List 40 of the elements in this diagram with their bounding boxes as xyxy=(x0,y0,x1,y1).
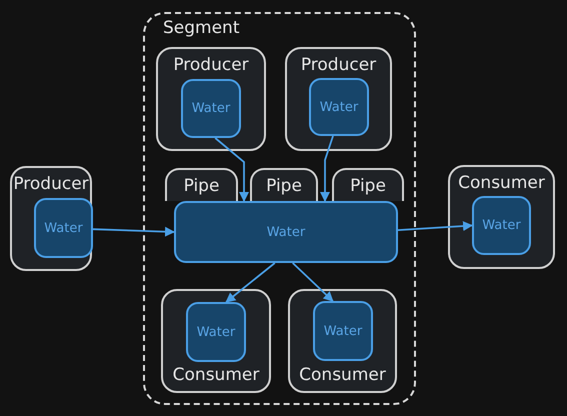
card xyxy=(156,47,266,151)
node-label: Water xyxy=(196,326,236,338)
arrow xyxy=(320,136,334,202)
card xyxy=(10,166,92,271)
node-label: Pipe xyxy=(184,176,220,196)
node-label: Consumer xyxy=(299,365,386,385)
node-label: Segment xyxy=(163,18,240,38)
water-box xyxy=(186,302,246,362)
arrow xyxy=(292,262,334,302)
node-label: Water xyxy=(44,222,83,234)
arrow xyxy=(92,226,175,237)
node-label: Consumer xyxy=(458,173,545,193)
water-box xyxy=(34,198,93,258)
node-label: Water xyxy=(482,219,521,232)
node-label: Producer xyxy=(300,55,376,75)
node-label: Water xyxy=(320,100,358,114)
water-box xyxy=(309,78,369,136)
arrow xyxy=(214,137,249,202)
water-box xyxy=(472,196,531,255)
pipe-card xyxy=(250,168,318,201)
card xyxy=(285,47,392,151)
node-label: Consumer xyxy=(172,365,260,385)
pipe-card xyxy=(165,168,238,201)
node-label: Producer xyxy=(13,174,89,194)
dashed-container xyxy=(143,12,416,405)
node-label: Water xyxy=(192,102,230,115)
water-box xyxy=(313,301,373,361)
pipe-card xyxy=(332,168,404,201)
node-label: Pipe xyxy=(266,176,302,196)
card xyxy=(288,289,397,393)
node-label: Producer xyxy=(173,55,249,75)
card xyxy=(161,289,271,393)
node-label: Water xyxy=(266,226,306,238)
water-box xyxy=(181,79,241,138)
card xyxy=(448,165,555,269)
node-label: Pipe xyxy=(350,176,386,196)
arrow xyxy=(398,221,473,232)
node-label: Water xyxy=(324,324,362,338)
water-box xyxy=(174,201,398,263)
arrow xyxy=(225,262,276,303)
